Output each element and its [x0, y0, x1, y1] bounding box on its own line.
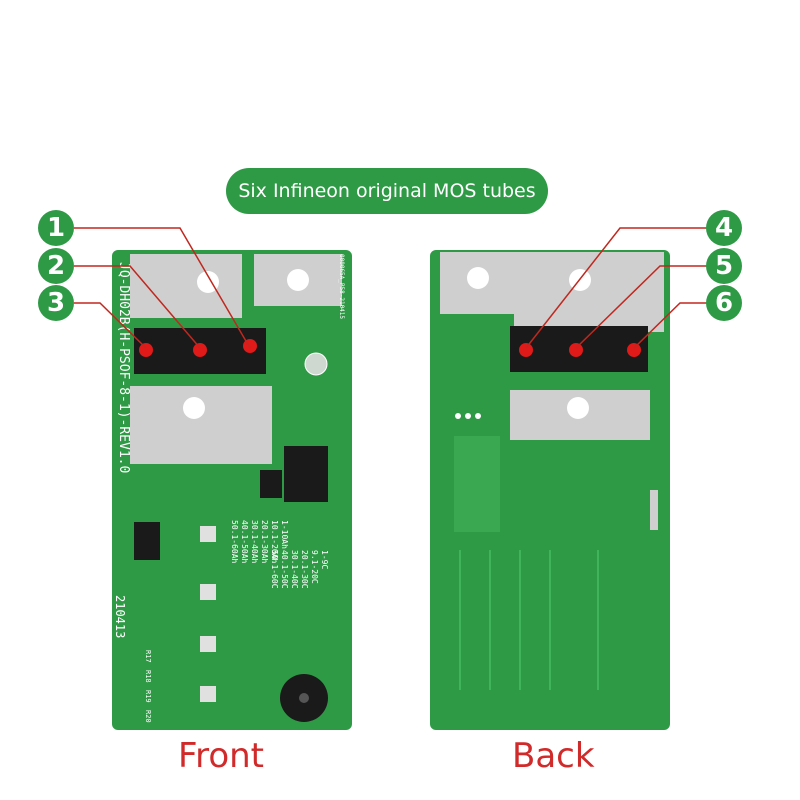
badge-3: 3	[38, 285, 74, 321]
capacity-col2: 50.1-60C 40.1-50C 30.1-40C 20.1-30C 9.1-…	[270, 550, 329, 593]
date-code-text: 210413	[113, 595, 127, 638]
front-pcb: JQ-DH02B(H-PSOF-8-1)-REV1.0 210413 00006…	[112, 250, 352, 730]
resistor-labels: R17 R18 R19 R20	[144, 650, 152, 723]
back-label: Back	[512, 736, 595, 776]
badge-4: 4	[706, 210, 742, 246]
badge-5: 5	[706, 248, 742, 284]
badge-1: 1	[38, 210, 74, 246]
mos-3	[222, 328, 266, 374]
title-banner: Six Infineon original MOS tubes	[226, 168, 548, 214]
badge-6: 6	[706, 285, 742, 321]
title-text: Six Infineon original MOS tubes	[238, 180, 536, 202]
badge-2: 2	[38, 248, 74, 284]
capacity-col1: 50.1-60Ah 40.1-50Ah 30.1-40Ah 20.1-30Ah …	[230, 520, 289, 568]
small-code-text: 000065A_P58-210415	[338, 254, 345, 319]
front-label: Front	[178, 736, 264, 776]
mos-4	[510, 326, 556, 372]
front-model-text: JQ-DH02B(H-PSOF-8-1)-REV1.0	[116, 262, 131, 473]
